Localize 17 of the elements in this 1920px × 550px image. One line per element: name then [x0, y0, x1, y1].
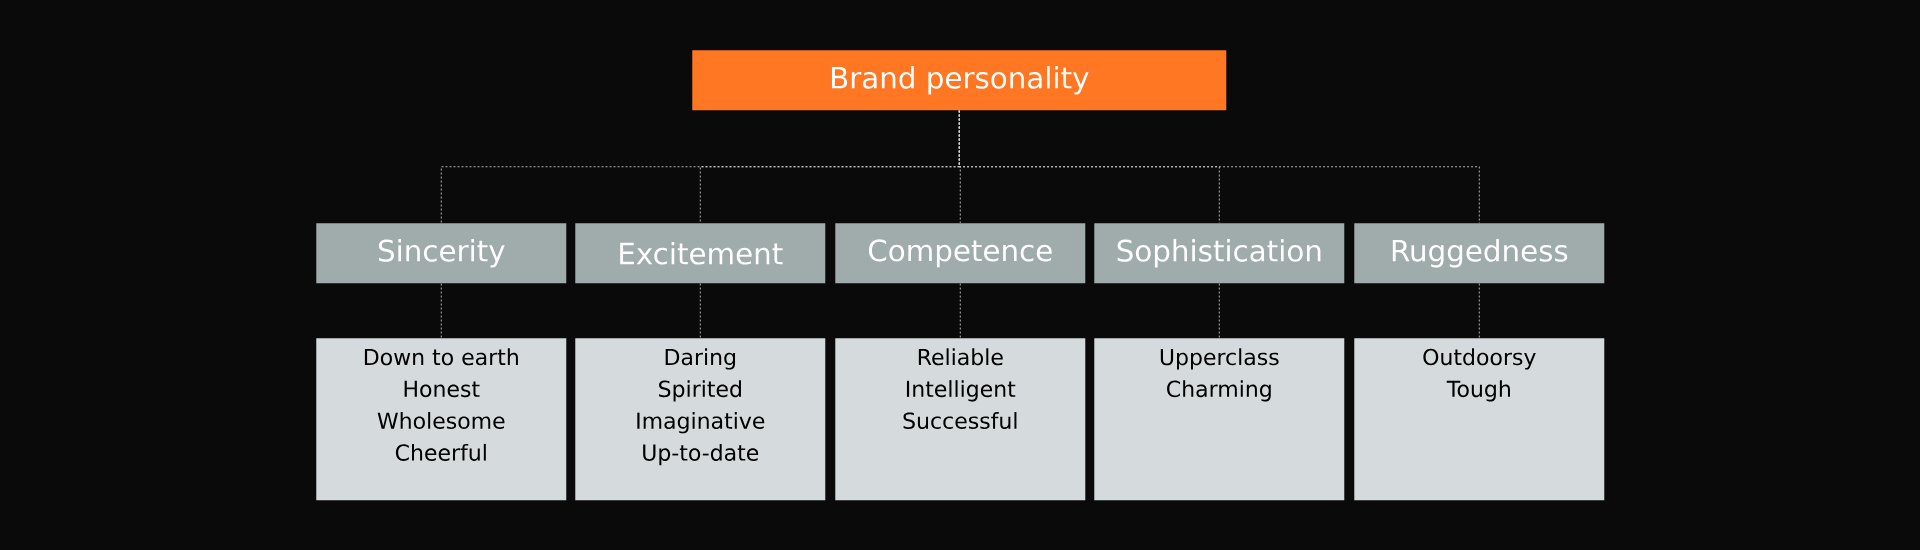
connector-line: [959, 283, 961, 339]
connector-line: [440, 283, 442, 339]
category-box: Excitement: [575, 223, 826, 284]
connector-line: [699, 283, 701, 339]
trait-box: Upperclass Charming: [1094, 338, 1345, 501]
category-box: Competence: [835, 223, 1086, 284]
trait-box: Daring Spirited Imaginative Up-to-date: [575, 338, 826, 501]
connector-line: [1218, 283, 1220, 339]
category-box: Sincerity: [316, 223, 567, 284]
trait-box: Down to earth Honest Wholesome Cheerful: [316, 338, 567, 501]
category-box: Ruggedness: [1354, 223, 1605, 284]
trait-box: Outdoorsy Tough: [1354, 338, 1605, 501]
trait-box: Reliable Intelligent Successful: [835, 338, 1086, 501]
connector-line: [1478, 283, 1480, 339]
title-box: Brand personality: [692, 50, 1227, 111]
category-box: Sophistication: [1094, 223, 1345, 284]
connector-line: [958, 110, 1480, 224]
